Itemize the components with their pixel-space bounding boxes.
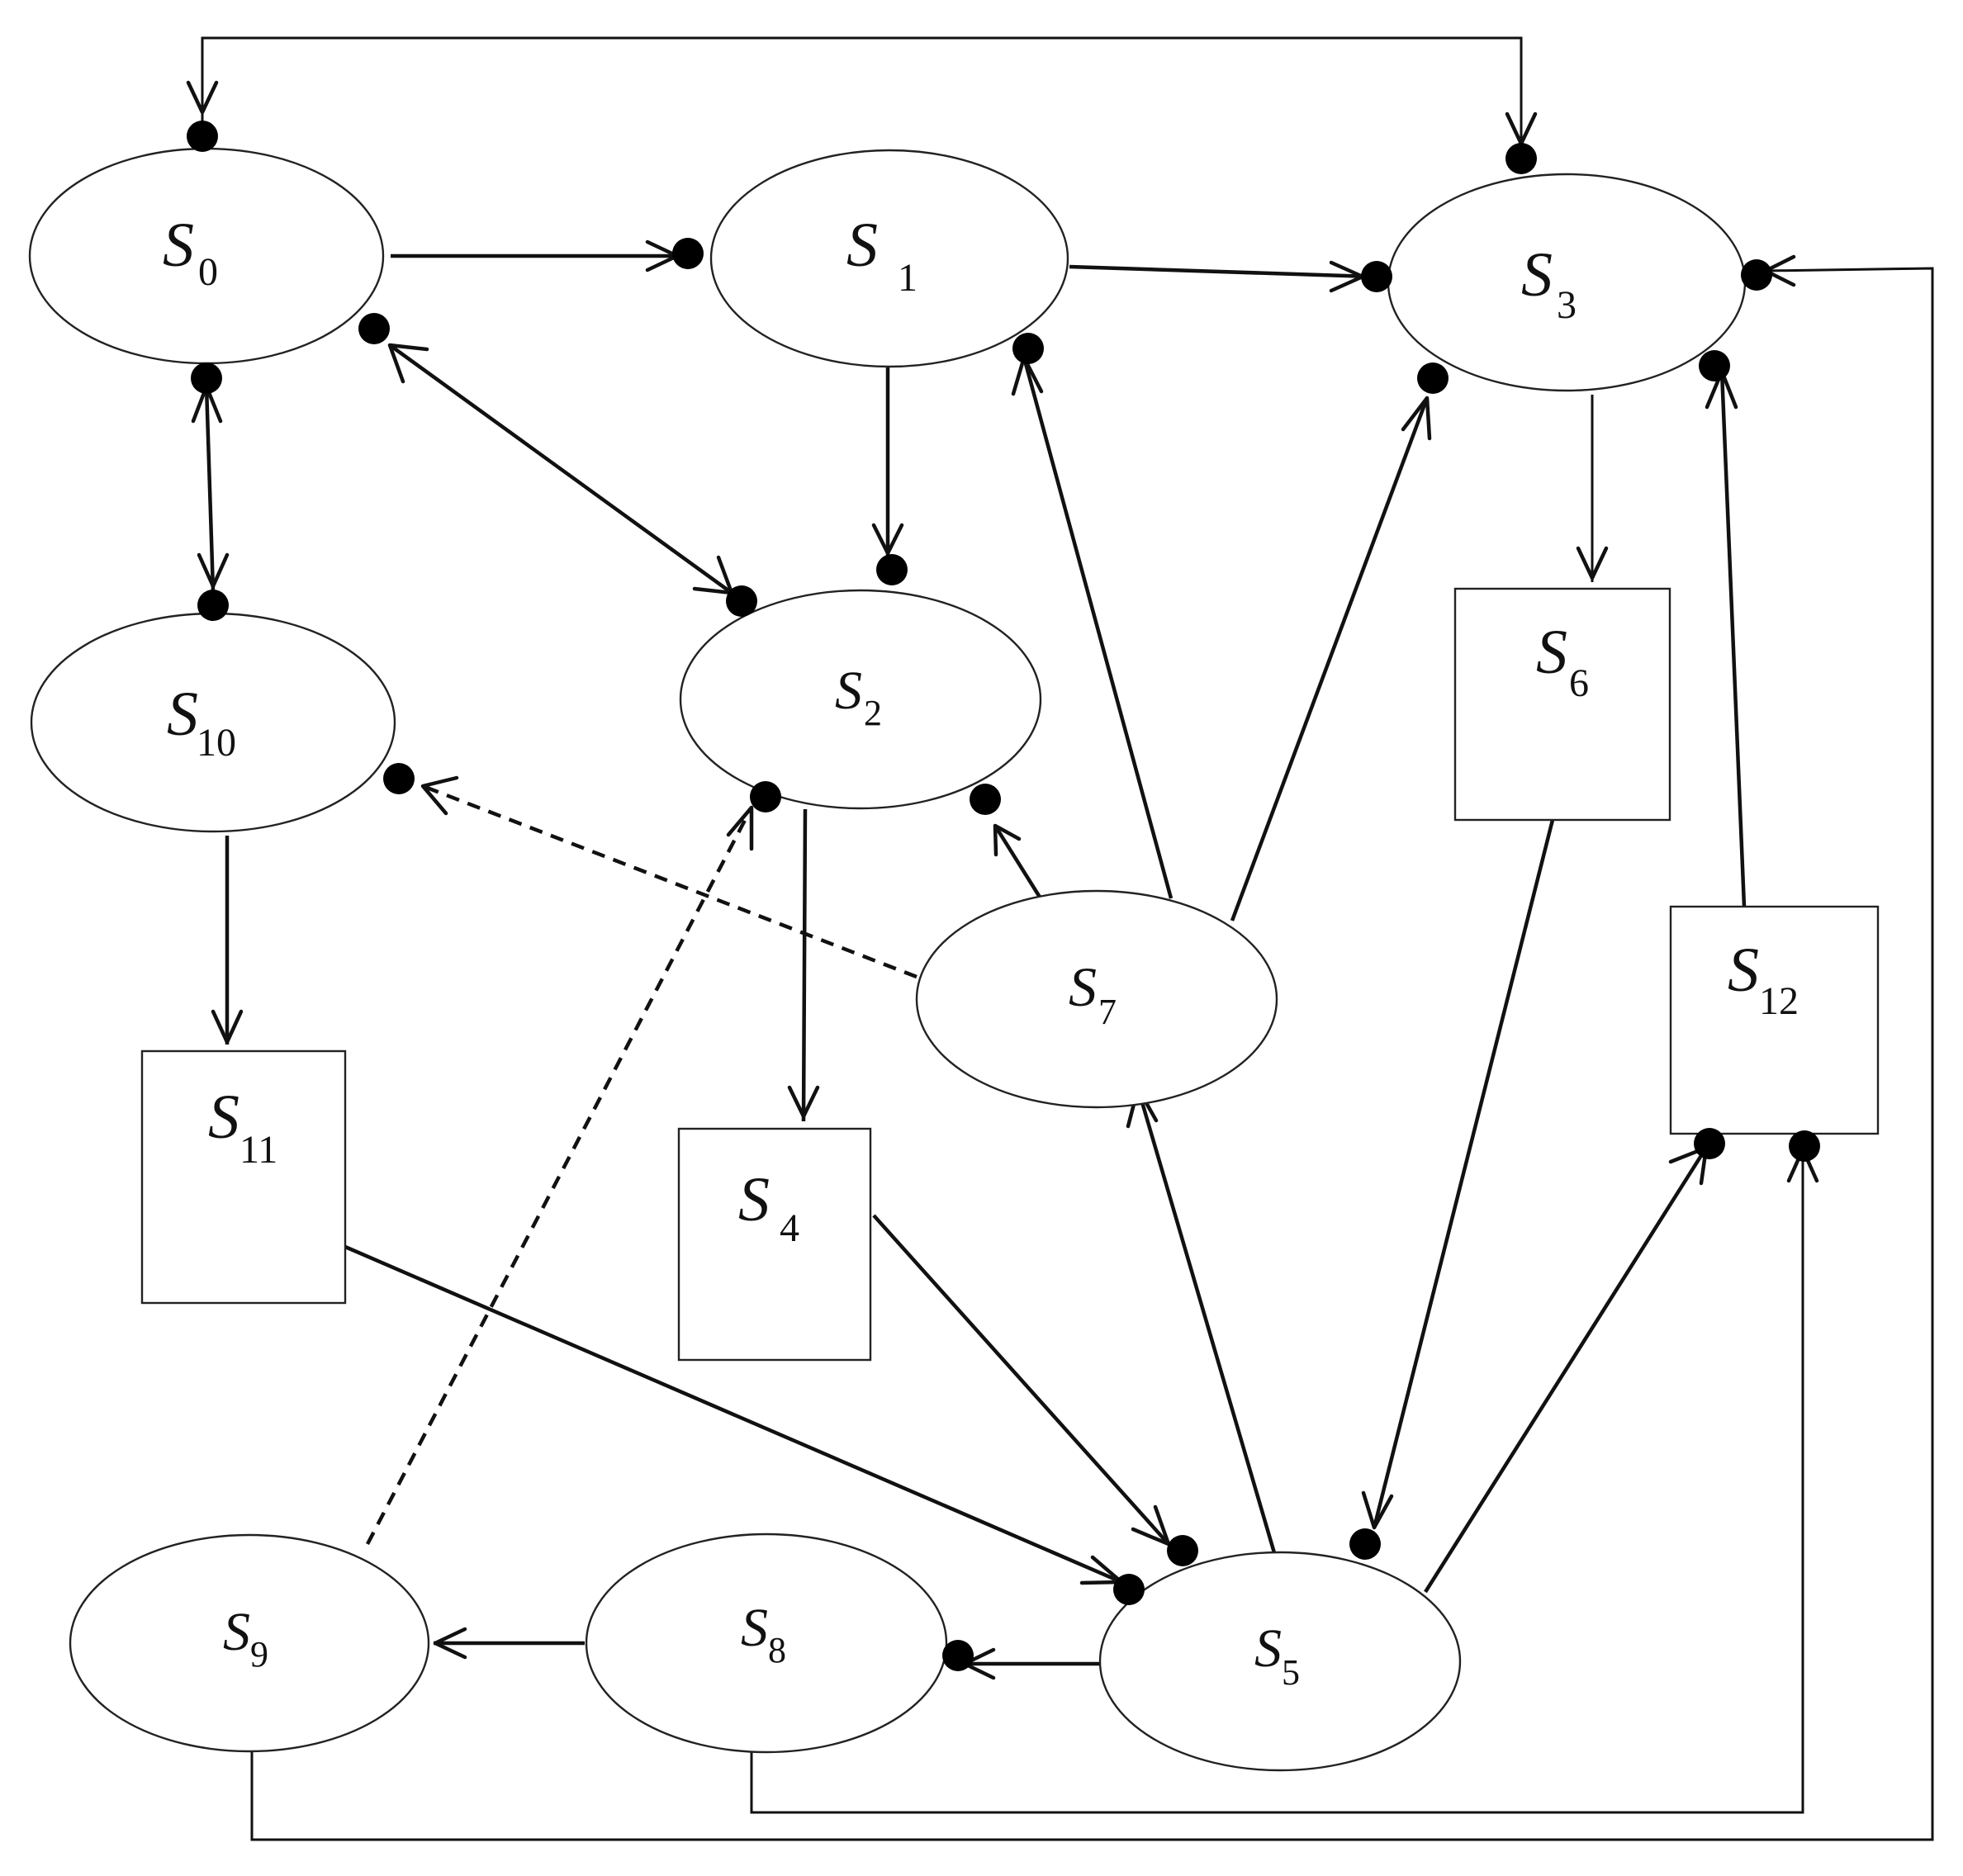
node-s7-subscript: 7 (1098, 992, 1117, 1032)
node-s3: S 3 (1387, 173, 1747, 392)
edge-s0-s2 (387, 343, 734, 595)
edge-s3-s6 (1576, 395, 1609, 582)
node-s3-subscript: 3 (1557, 283, 1577, 327)
node-s5-label: S (1254, 1618, 1282, 1679)
edge-s5-s7 (1126, 1086, 1278, 1556)
node-s6: S 6 (1453, 587, 1671, 822)
node-s9-subscript: 9 (250, 1634, 268, 1675)
node-s4: S 4 (677, 1127, 872, 1362)
edge-s0-s1 (391, 239, 685, 272)
port-s3-top (1505, 143, 1537, 174)
edge-s7-s2 (993, 823, 1042, 900)
edge-s0-s3 (186, 36, 1538, 152)
nodes: S 0 S 1 S 3 S 10 S 2 S 6 (28, 147, 1880, 1772)
edge-s2-s4 (787, 808, 820, 1122)
edges (186, 36, 1934, 1841)
node-s8: S 8 (585, 1533, 948, 1754)
port-s12-bottom-left (1694, 1128, 1725, 1159)
port-s3-right (1741, 259, 1772, 291)
edge-s1-s3 (1069, 260, 1372, 293)
edge-s6-s5 (1361, 819, 1555, 1530)
node-s7: S 7 (915, 889, 1278, 1109)
port-s8-right (942, 1640, 974, 1671)
port-markers (187, 121, 1820, 1671)
node-s10-subscript: 10 (197, 721, 236, 765)
edge-s7-s1 (1011, 355, 1174, 899)
edge-s1-s2 (871, 366, 904, 560)
port-s2-upper-left (726, 585, 757, 617)
node-s1: S 1 (709, 149, 1069, 368)
node-s3-label: S (1521, 240, 1553, 310)
port-s12-bottom-right (1789, 1130, 1820, 1162)
node-s5-subscript: 5 (1282, 1652, 1300, 1693)
port-s3-left (1361, 261, 1392, 292)
edge-s0-s10 (191, 384, 230, 591)
port-s5-top-left (1167, 1535, 1198, 1566)
port-s10-top (197, 590, 229, 621)
port-s0-bottom (191, 362, 222, 394)
port-s2-lower-left (750, 781, 781, 812)
node-s12-subscript: 12 (1759, 979, 1799, 1023)
node-s6-subscript: 6 (1569, 661, 1589, 705)
port-s2-lower-right (970, 784, 1001, 815)
node-s11-label: S (208, 1082, 239, 1152)
port-s3-bottom-right (1699, 350, 1730, 381)
node-s12-label: S (1728, 936, 1759, 1005)
node-s1-subscript: 1 (898, 256, 917, 300)
edge-s10-s11 (211, 836, 244, 1045)
node-s7-label: S (1069, 955, 1097, 1018)
node-s0-label: S (163, 211, 194, 280)
port-s5-left (1113, 1574, 1145, 1605)
edge-s8-s9 (433, 1627, 585, 1660)
node-s0: S 0 (28, 147, 385, 365)
edge-s5-s12 (1424, 1145, 1709, 1594)
node-s10: S 10 (30, 612, 396, 833)
node-s11: S 11 (140, 1049, 347, 1305)
node-s6-label: S (1536, 618, 1567, 687)
node-s2-subscript: 2 (864, 693, 882, 733)
node-s8-subscript: 8 (768, 1630, 786, 1670)
node-s4-subscript: 4 (780, 1206, 799, 1250)
node-s9-label: S (223, 1602, 250, 1662)
node-s2: S 2 (679, 589, 1042, 810)
node-s0-subscript: 0 (198, 250, 218, 294)
node-s11-subscript: 11 (239, 1128, 277, 1172)
node-s5: S 5 (1098, 1551, 1462, 1772)
port-s1-left (672, 238, 704, 269)
edge-s7-s3 (1230, 396, 1432, 921)
port-s3-bottom-left (1417, 362, 1449, 394)
edge-s9-s2 (366, 805, 754, 1546)
port-s2-top (876, 554, 908, 585)
node-s1-label: S (846, 211, 878, 280)
node-s8-label: S (741, 1598, 768, 1658)
node-s10-label: S (167, 680, 198, 749)
edge-s7-s10 (420, 775, 917, 979)
port-s5-top (1349, 1528, 1381, 1560)
port-s1-lower-right (1012, 333, 1044, 364)
node-s12: S 12 (1669, 905, 1880, 1135)
port-s10-right (383, 763, 415, 794)
port-s0-top (187, 121, 218, 152)
edge-s5-s8 (962, 1647, 1101, 1680)
node-s9: S 9 (69, 1533, 430, 1753)
node-s2-label: S (835, 661, 862, 721)
port-s0-lower-right (358, 313, 390, 344)
edge-s12-s3 (1705, 369, 1747, 907)
node-s4-label: S (738, 1165, 770, 1234)
